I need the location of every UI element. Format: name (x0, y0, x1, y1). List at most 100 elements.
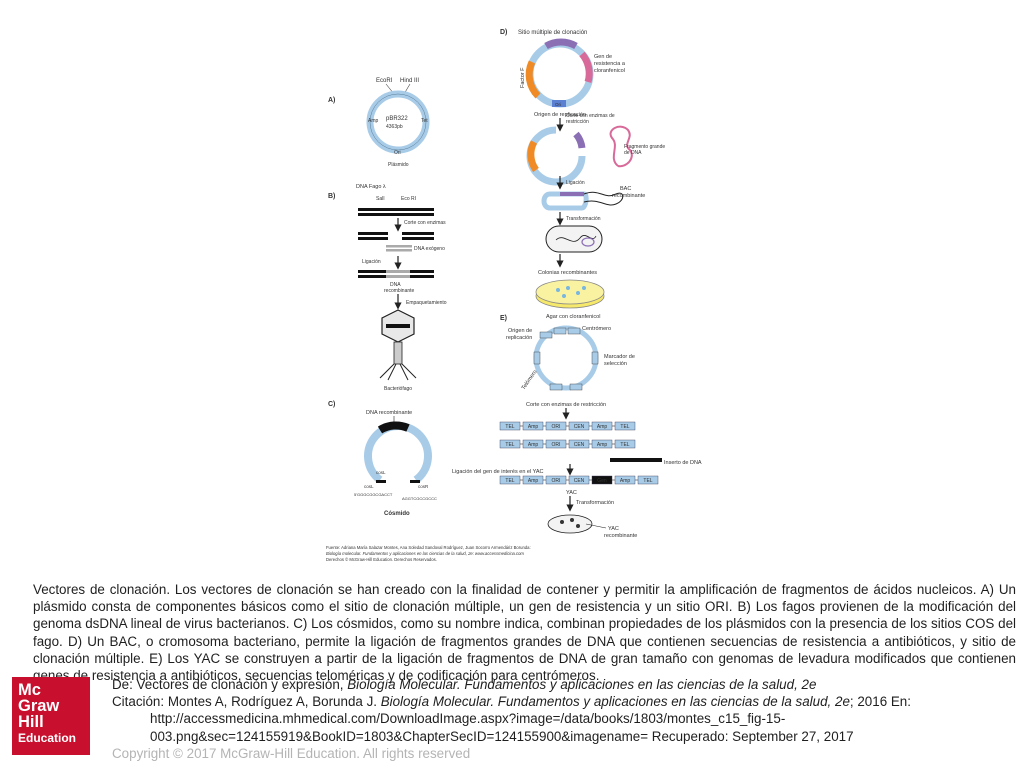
yac-segment-label: TEL (643, 478, 652, 484)
ecori-site-label: Eco RI (401, 196, 416, 202)
panel-e-letter: E) (500, 315, 507, 322)
url-line-1: http://accessmedicina.mhmedical.com/Down… (150, 711, 786, 727)
marker-label-2: selección (604, 361, 627, 367)
yac-rec-label-1: YAC (608, 526, 619, 532)
panel-a-letter: A) (328, 97, 335, 104)
yac-segment-label: CEN (574, 424, 585, 430)
resistance-label-1: Gen de (594, 54, 612, 60)
mcgraw-hill-logo: Mc Graw Hill Education (12, 677, 90, 755)
ligation-gene-label: Ligación del gen de interés en el YAC (452, 469, 544, 475)
yac-segment-label: ORI (552, 424, 561, 430)
cosmid-label: Cósmido (384, 511, 410, 517)
bac-recombinant (541, 191, 589, 211)
bac-vector-circle (526, 40, 594, 108)
cosl-inner: cosL (376, 470, 386, 475)
cite-prefix: Citación: Montes A, Rodríguez A, Borunda… (112, 694, 381, 710)
logo-line-mc: Mc (18, 681, 41, 699)
logo-line-graw: Graw (18, 697, 60, 715)
panel-b: B) DNA Fago λ SalI Eco RI Corte con enzi… (328, 184, 447, 392)
figure-source: Fuente: Adriana María Salazar Montes, An… (326, 545, 531, 562)
recombinant-dna-label-1: DNA (390, 282, 401, 288)
cut-e-label: Corte con enzimas de restricción (526, 402, 606, 408)
insert-label: Inserto de DNA (664, 460, 702, 466)
centromere-label: Centrómero (582, 326, 611, 332)
yac-segment-label: TEL (620, 442, 629, 448)
yac-segment-label: Amp (620, 478, 631, 484)
cosmid-recombinant-label: DNA recombinante (366, 410, 412, 416)
panel-c-letter: C) (328, 401, 335, 408)
panel-d-letter: D) (500, 29, 507, 36)
yac-segment-label: TEL (505, 478, 514, 484)
ligation-d-label: Ligación (566, 180, 585, 186)
telomere-label: Telómero (521, 369, 539, 391)
cut-bac-vector (526, 126, 586, 186)
figure-caption: Vectores de clonación. Los vectores de c… (33, 582, 1016, 684)
plasmid-name: pBR322 (386, 116, 408, 122)
cosl-label: cosL (364, 484, 374, 489)
factor-f-label: Factor F (520, 67, 526, 88)
cut-d-label-1: Corte con enzimas de (566, 113, 615, 119)
recombinant-dna-label-2: recombinante (384, 288, 415, 294)
from-line: De: Vectores de clonación y expresión, B… (112, 676, 992, 693)
large-dna-fragment (609, 125, 633, 168)
mcs-label: Sitio múltiple de clonación (518, 30, 587, 36)
plasmid-caption: Plásmido (388, 162, 409, 168)
logo-line-hill: Hill (18, 713, 44, 731)
citation-line: Citación: Montes A, Rodríguez A, Borunda… (112, 693, 992, 710)
yeast-dish-icon (547, 514, 593, 534)
origin-e-label-2: replicación (506, 335, 532, 341)
yac-segment-label: ORI (552, 442, 561, 448)
yac-segment-label: CEN (574, 478, 585, 484)
marker-label-1: Marcador de (604, 354, 635, 360)
ecori-label: EcoRI (376, 78, 393, 84)
bacteriophage-label: Bacteriófago (384, 386, 412, 392)
cite-suffix: ; 2016 En: (849, 694, 911, 710)
cite-title: Biología Molecular. Fundamentos y aplica… (380, 694, 850, 710)
ori-d-label: Ori (555, 102, 561, 107)
from-title: Biología Molecular. Fundamentos y aplica… (347, 677, 817, 692)
panel-d: D) Sitio múltiple de clonación Ori Gen d… (500, 29, 665, 320)
source-line-2: Biología molecular. Fundamentos y aplica… (326, 551, 524, 556)
hindiii-label: Hind III (400, 78, 419, 84)
fragment-label-1: Fragmento grande (624, 144, 665, 150)
resistance-label-2: resistencia a (594, 61, 626, 67)
plasmid-size: 4363pb (386, 124, 403, 130)
yac-rec-label-2: recombinante (604, 533, 637, 539)
plasmid-circle (366, 90, 430, 154)
tet-marker: Tet (421, 118, 428, 124)
resistance-label-3: cloranfenicol (594, 68, 625, 74)
bacterium-icon (545, 225, 603, 253)
yac-segment-label: Amp (528, 424, 539, 430)
source-line-1: Fuente: Adriana María Salazar Montes, An… (326, 545, 531, 550)
colonies-label: Colonias recombinantes (538, 270, 597, 276)
phage-dna-label: DNA Fago λ (356, 184, 386, 190)
cut-d-label-2: restricción (566, 119, 589, 125)
yac-segment-label: Amp (528, 478, 539, 484)
panel-e: E) Origen de replicación Centrómero Marc… (452, 315, 702, 539)
logo-line-education: Education (18, 731, 77, 745)
url-line-2: 003.png&sec=124155919&BookID=1803&Chapte… (150, 728, 854, 744)
yac-segment-label: Amp (597, 442, 608, 448)
cloning-vectors-figure: A) EcoRI Hind III pBR322 4363pb Amp Tet … (326, 29, 702, 562)
cos-seq-right: AGGTCGCCGCCC (402, 496, 437, 501)
yac-segment-label: ORI (552, 478, 561, 484)
exogenous-dna-label: DNA exógeno (414, 246, 445, 252)
cos-seq-left: 5'GGGCGGCGACCT (354, 492, 393, 497)
transformation-d-label: Transformación (566, 216, 601, 222)
cut-enzymes-label: Corte con enzimas (404, 220, 446, 226)
origin-d-label: Origen de replicación (534, 112, 586, 118)
panel-b-letter: B) (328, 193, 335, 200)
ligation-b-label: Ligación (362, 259, 381, 265)
source-line-3: Derechos © McGraw-Hill Education. Derech… (326, 557, 437, 562)
yac-segment-label: Amp (528, 442, 539, 448)
origin-e-label-1: Origen de (508, 328, 532, 334)
ori-marker: Ori (394, 150, 401, 156)
fragment-label-2: de DNA (624, 150, 642, 156)
panel-a: A) EcoRI Hind III pBR322 4363pb Amp Tet … (328, 78, 430, 168)
from-prefix: De: Vectores de clonación y expresión, (112, 677, 348, 692)
yac-label: YAC (566, 490, 577, 496)
amp-marker: Amp (368, 118, 379, 124)
copyright-notice: Copyright © 2017 McGraw-Hill Education. … (112, 746, 471, 761)
